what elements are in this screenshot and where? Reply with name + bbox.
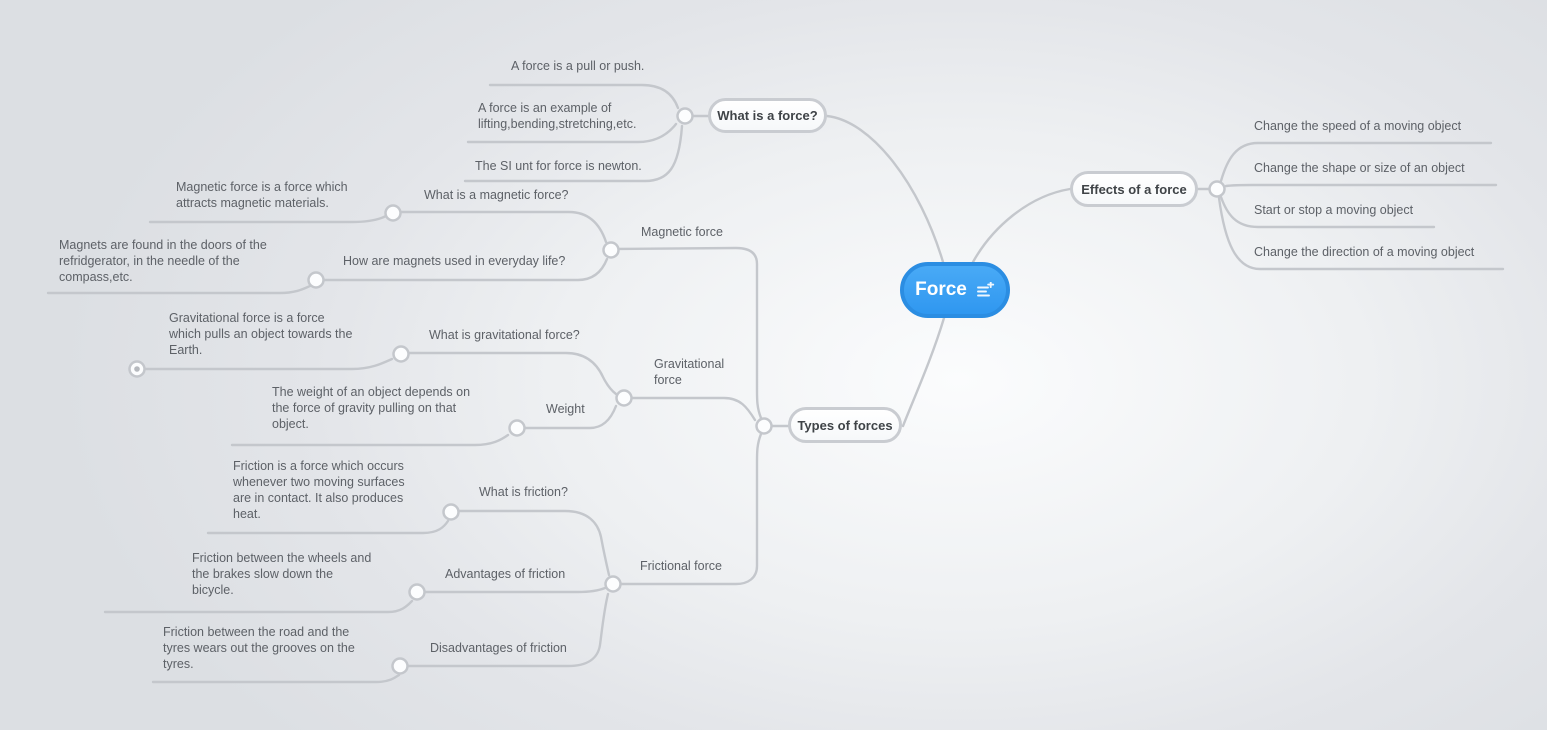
node-effects-of-a-force-label: Effects of a force (1081, 181, 1187, 197)
edge-disadvantages (406, 592, 610, 668)
edge-frictional (611, 432, 763, 586)
node-what-is-friction-answer[interactable]: Friction is a force which occurs wheneve… (233, 459, 405, 521)
node-effect-direction[interactable]: Change the direction of a moving object (1254, 245, 1475, 259)
node-pull-push[interactable]: A force is a pull or push. (511, 59, 645, 73)
edge-what-magnetic (399, 210, 608, 244)
node-frictional-force[interactable]: Frictional force (640, 559, 722, 573)
node-force-root[interactable]: Force (900, 262, 1010, 318)
collapse-handle-whatisforce[interactable] (676, 107, 694, 125)
edge-advantages (423, 586, 607, 594)
node-effect-shape[interactable]: Change the shape or size of an object (1254, 161, 1465, 175)
edge-root-effects (971, 187, 1072, 264)
node-disadvantages-friction[interactable]: Disadvantages of friction (430, 641, 567, 655)
edge-weight (523, 404, 618, 430)
collapse-handle-types[interactable] (755, 417, 773, 435)
edge-disadvantages-answer (151, 673, 401, 684)
add-notes-icon (976, 281, 995, 296)
node-what-is-gravitational-answer[interactable]: Gravitational force is a force which pul… (169, 311, 353, 357)
node-advantages-friction-answer[interactable]: Friction between the wheels and the brak… (192, 551, 372, 597)
edge-pull-push (488, 83, 680, 110)
collapse-handle-gravitational[interactable] (615, 389, 633, 407)
node-si-unit[interactable]: The SI unt for force is newton. (475, 159, 642, 173)
edge-magnets-everyday (322, 257, 609, 282)
node-effects-of-a-force[interactable]: Effects of a force (1070, 171, 1198, 207)
edge-shape (1224, 183, 1498, 188)
collapse-handle-advantages[interactable] (408, 583, 426, 601)
edge-example (466, 122, 678, 144)
edge-what-grav-answer (144, 357, 394, 371)
edge-si-unit (463, 124, 684, 183)
edge-root-types (901, 316, 946, 428)
collapse-handle-frictional[interactable] (604, 575, 622, 593)
edge-everyday-answer (46, 284, 312, 295)
node-disadvantages-friction-answer[interactable]: Friction between the road and the tyres … (163, 625, 355, 671)
node-effect-startstop[interactable]: Start or stop a moving object (1254, 203, 1414, 217)
edge-advantages-answer (103, 599, 414, 614)
collapse-handle-magnetic[interactable] (602, 241, 620, 259)
edge-what-friction (457, 509, 611, 577)
edge-root-whatisforce (825, 114, 945, 264)
node-types-of-forces-label: Types of forces (797, 417, 893, 433)
edge-what-grav (407, 351, 618, 396)
node-what-is-magnetic[interactable]: What is a magnetic force? (424, 188, 569, 202)
node-force-example[interactable]: A force is an example of lifting,bending… (478, 101, 637, 131)
collapse-handle-disadvantages[interactable] (391, 657, 409, 675)
node-magnets-everyday[interactable]: How are magnets used in everyday life? (343, 254, 566, 268)
node-what-is-a-force[interactable]: What is a force? (708, 98, 827, 133)
collapse-handle-weight[interactable] (508, 419, 526, 437)
node-weight-answer[interactable]: The weight of an object depends on the f… (272, 385, 471, 431)
collapse-handle-what-magnetic[interactable] (384, 204, 402, 222)
node-weight[interactable]: Weight (546, 402, 585, 416)
node-effect-speed[interactable]: Change the speed of a moving object (1254, 119, 1462, 133)
collapse-handle-effects[interactable] (1208, 180, 1226, 198)
edge-what-friction-answer (206, 519, 450, 535)
node-magnets-everyday-answer[interactable]: Magnets are found in the doors of the re… (59, 238, 267, 284)
node-what-is-friction[interactable]: What is friction? (479, 485, 568, 499)
edge-magnetic (609, 246, 763, 420)
node-gravitational-force[interactable]: Gravitational force (654, 357, 725, 387)
edge-weight-answer (230, 433, 510, 447)
edge-what-magnetic-answer (148, 214, 388, 224)
collapse-handle-what-friction[interactable] (442, 503, 460, 521)
collapsed-branch-indicator-dot (134, 366, 140, 372)
node-what-is-a-force-label: What is a force? (717, 108, 818, 123)
node-what-is-gravitational[interactable]: What is gravitational force? (429, 328, 580, 342)
collapse-handle-everyday[interactable] (307, 271, 325, 289)
node-what-is-magnetic-answer[interactable]: Magnetic force is a force which attracts… (176, 180, 348, 210)
edge-gravitational (622, 396, 757, 422)
node-types-of-forces[interactable]: Types of forces (788, 407, 902, 443)
collapse-handle-what-grav[interactable] (392, 345, 410, 363)
edge-startstop (1219, 195, 1436, 229)
edge-direction (1217, 196, 1505, 271)
root-label: Force (915, 279, 967, 300)
edge-speed (1219, 141, 1493, 183)
node-magnetic-force[interactable]: Magnetic force (641, 225, 723, 239)
node-advantages-friction[interactable]: Advantages of friction (445, 567, 566, 581)
